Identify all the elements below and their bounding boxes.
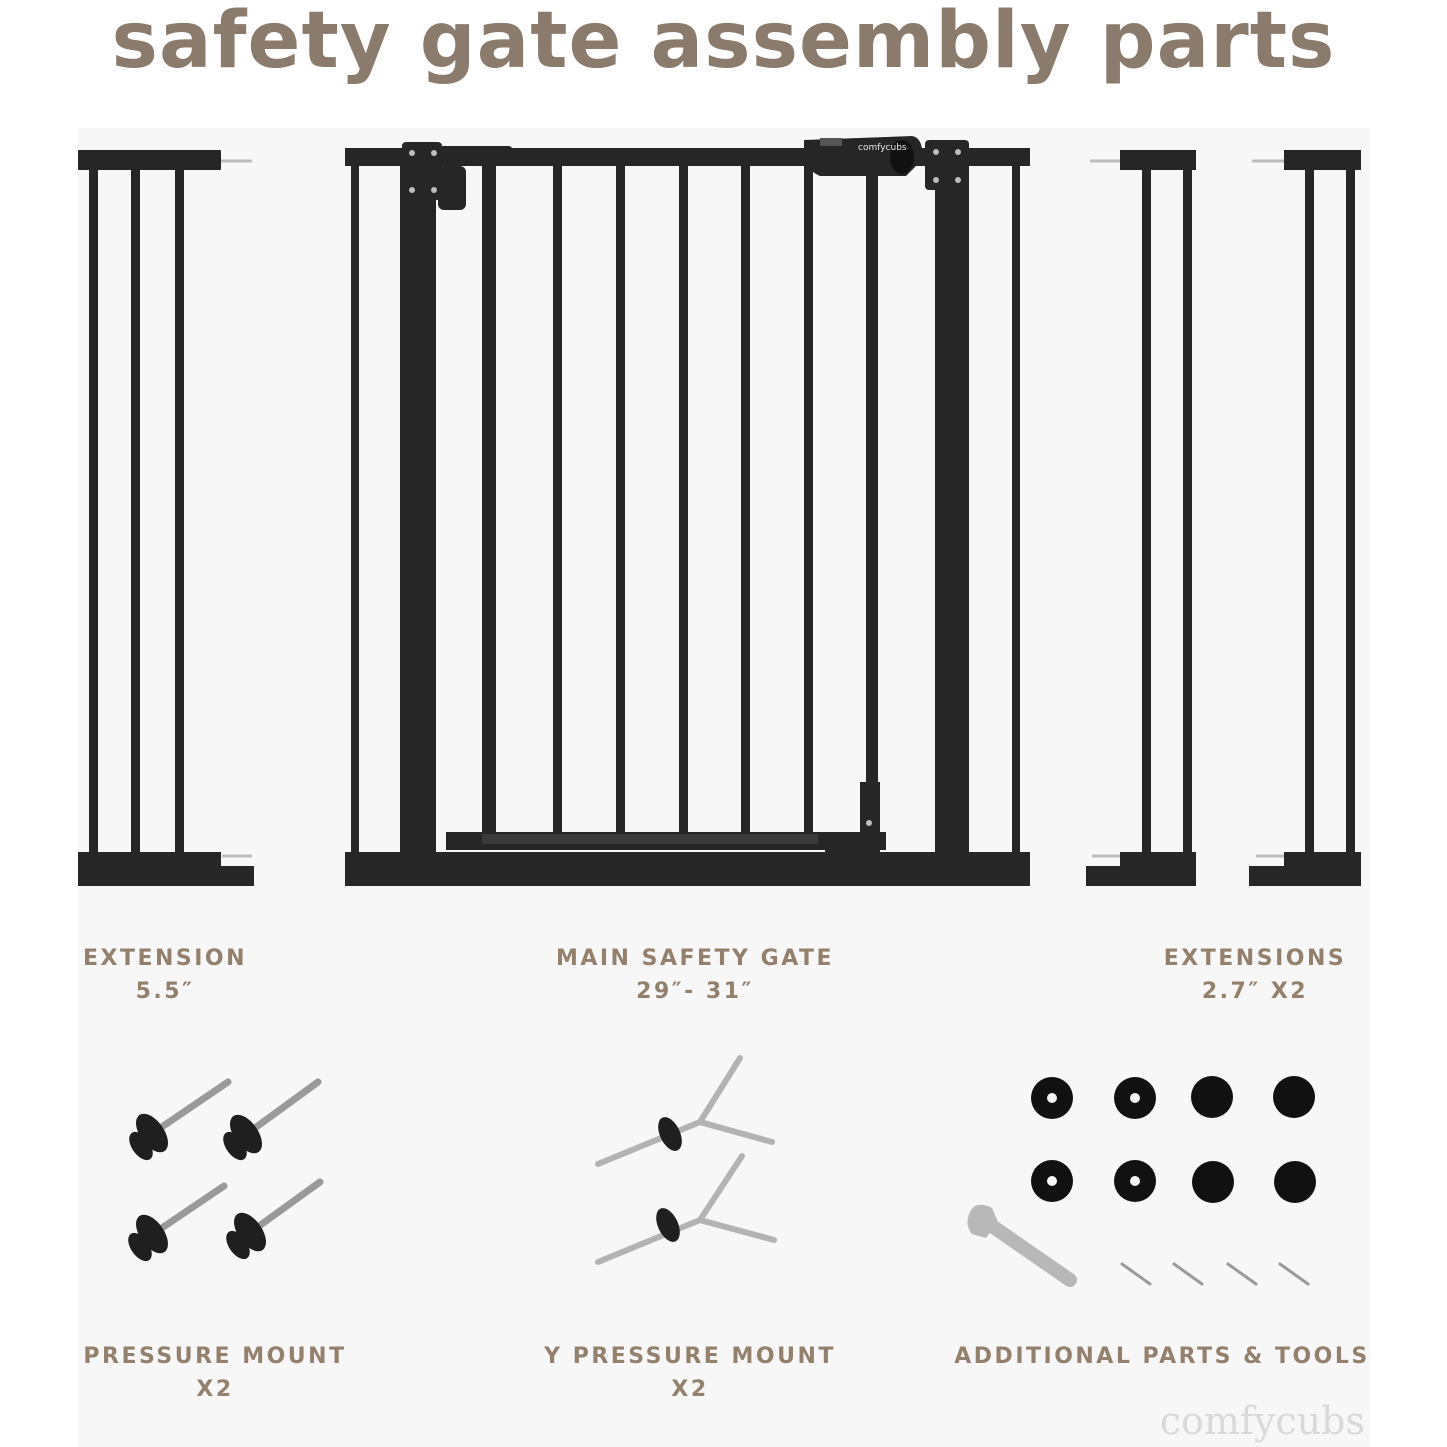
latch-brand-text: comfycubs [858,143,907,153]
extensions-2-7-label: EXTENSIONS 2.7″ X2 [1130,942,1380,1008]
pressure-mount-icon [129,1078,232,1161]
part-detail: 5.5″ [135,979,195,1004]
wrench-icon [967,1204,1077,1287]
pressure-mount-label: PRESSURE MOUNT X2 [60,1340,370,1406]
y-pressure-mount-icon [595,1153,777,1265]
extension-2-7-panel-b [1249,150,1361,886]
pressure-mount-icon [223,1078,322,1161]
brand-logo: comfycubs [1159,1399,1365,1443]
main-safety-gate [345,136,1030,886]
y-pressure-mount-icon [595,1055,775,1167]
main-safety-gate-label: MAIN SAFETY GATE 29″- 31″ [520,942,870,1008]
screw-icon [1120,1262,1310,1286]
pressure-mount-icon [128,1182,228,1262]
rubber-pad-icon [1031,1076,1316,1203]
part-name: ADDITIONAL PARTS & TOOLS [954,1344,1370,1369]
part-detail: X2 [671,1377,709,1402]
part-name: Y PRESSURE MOUNT [544,1344,836,1369]
part-name: PRESSURE MOUNT [83,1344,347,1369]
part-detail: 2.7″ X2 [1201,979,1309,1004]
extension-2-7-panel-a [1086,150,1196,886]
part-name: EXTENSION [82,946,248,971]
part-name: MAIN SAFETY GATE [555,946,835,971]
pressure-mount-icon [226,1178,324,1260]
y-pressure-mount-label: Y PRESSURE MOUNT X2 [520,1340,860,1406]
additional-parts-label: ADDITIONAL PARTS & TOOLS [942,1340,1382,1373]
part-detail: 29″- 31″ [636,979,754,1004]
extension-5-5-panel [78,150,254,886]
part-detail: X2 [196,1377,234,1402]
part-name: EXTENSIONS [1163,946,1347,971]
page-title: safety gate assembly parts [111,0,1336,86]
extension-5-5-label: EXTENSION 5.5″ [40,942,290,1008]
